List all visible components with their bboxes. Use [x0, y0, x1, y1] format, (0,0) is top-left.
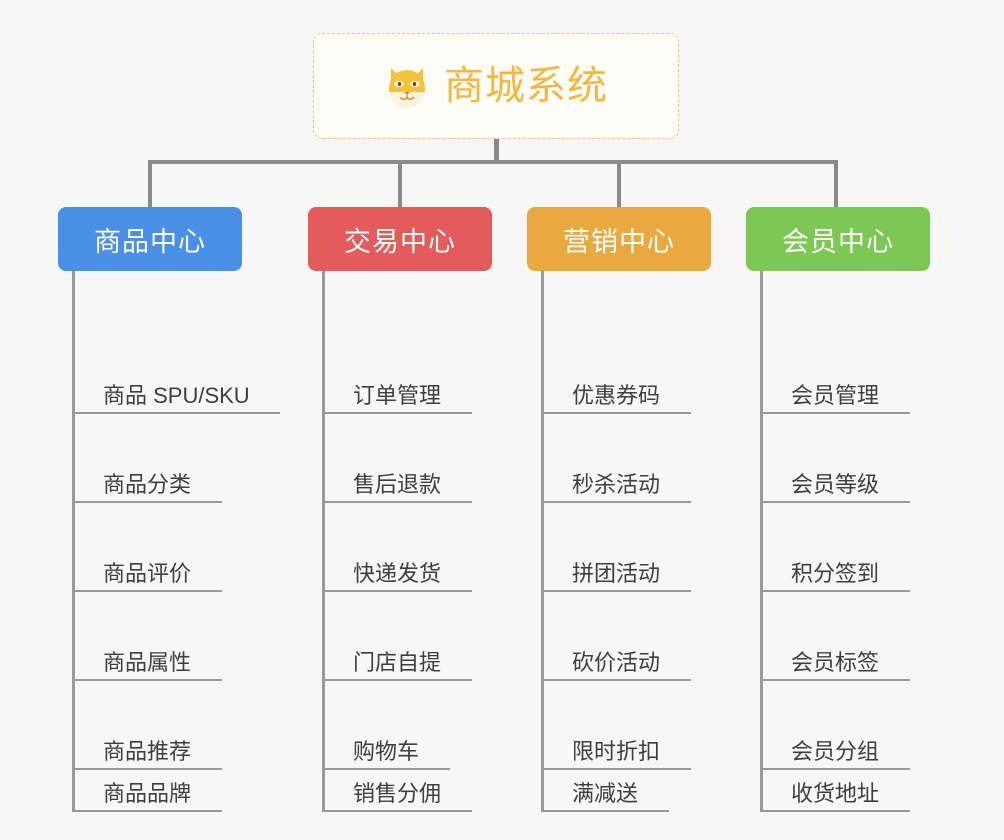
leaf-underline [72, 590, 222, 592]
leaf-label: 会员分组 [791, 739, 880, 764]
group-header-label-4: 会员中心 [782, 226, 894, 257]
branch-connector-1 [148, 160, 152, 207]
branch-bus-line [150, 160, 838, 164]
leaf-label: 商品 SPU/SKU [103, 383, 250, 408]
root-connector-drop [494, 139, 499, 164]
leaf-underline [760, 810, 910, 812]
leaf-underline [541, 590, 691, 592]
shiba-dog-face-icon [384, 63, 430, 109]
leaf-label: 门店自提 [353, 650, 442, 675]
leaf-underline [541, 412, 691, 414]
group-spine-2 [322, 271, 325, 812]
branch-connector-2 [398, 160, 402, 207]
leaf-label: 会员等级 [791, 472, 880, 497]
root-label: 商城系统 [444, 64, 608, 108]
group-header-label-2: 交易中心 [344, 226, 456, 257]
leaf-underline [322, 768, 450, 770]
leaf-underline [322, 412, 472, 414]
branch-connector-4 [834, 160, 838, 207]
leaf-underline [72, 501, 222, 503]
leaf-underline [760, 412, 910, 414]
leaf-label: 拼团活动 [572, 561, 661, 586]
leaf-underline [322, 810, 472, 812]
leaf-underline [72, 810, 222, 812]
leaf-underline [541, 501, 691, 503]
leaf-label: 商品属性 [103, 650, 192, 675]
group-spine-1 [72, 271, 75, 812]
leaf-underline [541, 679, 691, 681]
leaf-label: 商品分类 [103, 472, 192, 497]
leaf-label: 秒杀活动 [572, 472, 661, 497]
leaf-underline [72, 412, 280, 414]
leaf-label: 购物车 [353, 739, 420, 764]
leaf-label: 商品推荐 [103, 739, 192, 764]
group-header-4[interactable]: 会员中心 [746, 207, 930, 271]
leaf-underline [72, 679, 222, 681]
leaf-label: 售后退款 [353, 472, 442, 497]
leaf-underline [760, 679, 910, 681]
leaf-label: 快递发货 [353, 561, 442, 586]
group-header-2[interactable]: 交易中心 [308, 207, 492, 271]
leaf-label: 砍价活动 [572, 650, 661, 675]
root-node[interactable]: 商城系统 [313, 33, 679, 139]
leaf-underline [322, 590, 472, 592]
leaf-label: 优惠券码 [572, 383, 661, 408]
leaf-underline [760, 768, 910, 770]
leaf-label: 销售分佣 [353, 781, 442, 806]
branch-connector-3 [617, 160, 621, 207]
leaf-underline [72, 768, 222, 770]
leaf-underline [322, 679, 472, 681]
leaf-underline [760, 501, 910, 503]
group-header-3[interactable]: 营销中心 [527, 207, 711, 271]
leaf-underline [760, 590, 910, 592]
group-header-label-3: 营销中心 [563, 226, 675, 257]
leaf-underline [541, 768, 691, 770]
group-header-1[interactable]: 商品中心 [58, 207, 242, 271]
leaf-label: 会员标签 [791, 650, 880, 675]
leaf-label: 限时折扣 [572, 739, 661, 764]
leaf-label: 订单管理 [353, 383, 442, 408]
leaf-label: 商品评价 [103, 561, 192, 586]
leaf-label: 满减送 [572, 781, 639, 806]
leaf-label: 会员管理 [791, 383, 880, 408]
group-spine-3 [541, 271, 544, 812]
leaf-underline [322, 501, 472, 503]
group-header-label-1: 商品中心 [94, 226, 206, 257]
leaf-label: 收货地址 [791, 781, 880, 806]
leaf-underline [541, 810, 669, 812]
leaf-label: 商品品牌 [103, 781, 192, 806]
group-spine-4 [760, 271, 763, 812]
leaf-label: 积分签到 [791, 561, 880, 586]
